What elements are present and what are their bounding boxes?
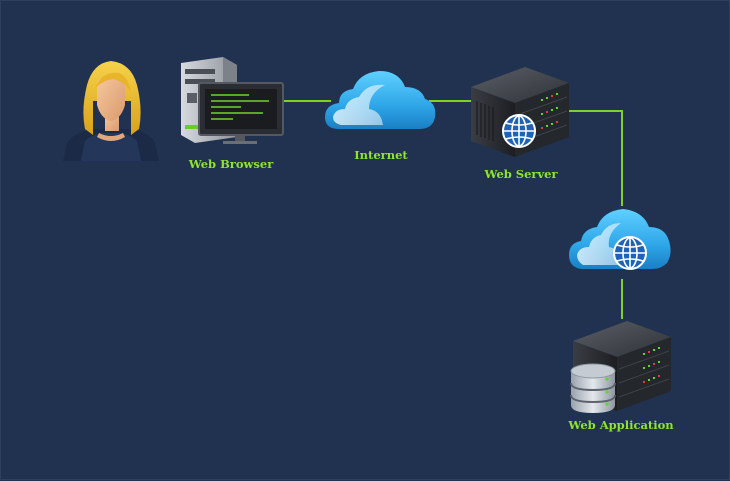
internet-cloud-icon: [325, 71, 436, 129]
web-server-icon: [471, 67, 569, 157]
label-web-application: Web Application: [568, 418, 674, 432]
computer-icon: [181, 57, 284, 144]
network-cloud-icon: [569, 209, 671, 270]
user-avatar-icon: [63, 61, 159, 161]
label-web-browser: Web Browser: [188, 157, 274, 171]
label-web-server: Web Server: [484, 167, 558, 181]
database-icon: [570, 363, 616, 413]
connectors: [283, 100, 623, 319]
label-internet: Internet: [354, 148, 408, 162]
web-application-icon: [570, 321, 671, 413]
edge-server-cloud: [567, 110, 623, 206]
